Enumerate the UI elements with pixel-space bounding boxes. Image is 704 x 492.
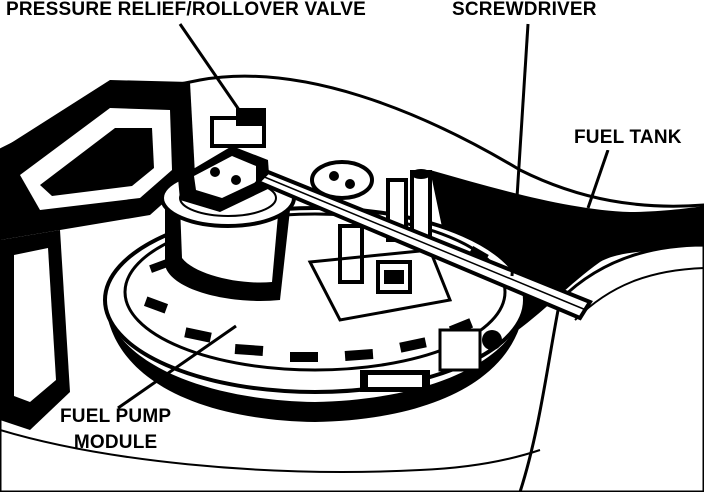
label-pressure-relief-rollover-valve: PRESSURE RELIEF/ROLLOVER VALVE: [4, 0, 369, 22]
label-fuel-pump-module-line2: MODULE: [73, 432, 158, 453]
label-fuel-pump-module: FUEL PUMP MODULE: [58, 404, 173, 456]
module-reservoir: [160, 168, 296, 301]
tank-strap-bracket: [0, 80, 195, 430]
label-screwdriver: SCREWDRIVER: [450, 0, 599, 22]
label-fuel-pump-module-line1: FUEL PUMP: [60, 406, 172, 427]
label-fuel-tank: FUEL TANK: [572, 126, 684, 150]
leader-lines: [117, 23, 610, 410]
leader-screwdriver: [510, 23, 530, 277]
leader-fuel-tank: [586, 149, 610, 209]
leader-valve: [178, 23, 248, 121]
screwdriver: [254, 169, 593, 321]
leader-module: [117, 324, 237, 410]
pressure-relief-rollover-valve: [178, 108, 270, 212]
module-fittings: [307, 160, 453, 322]
